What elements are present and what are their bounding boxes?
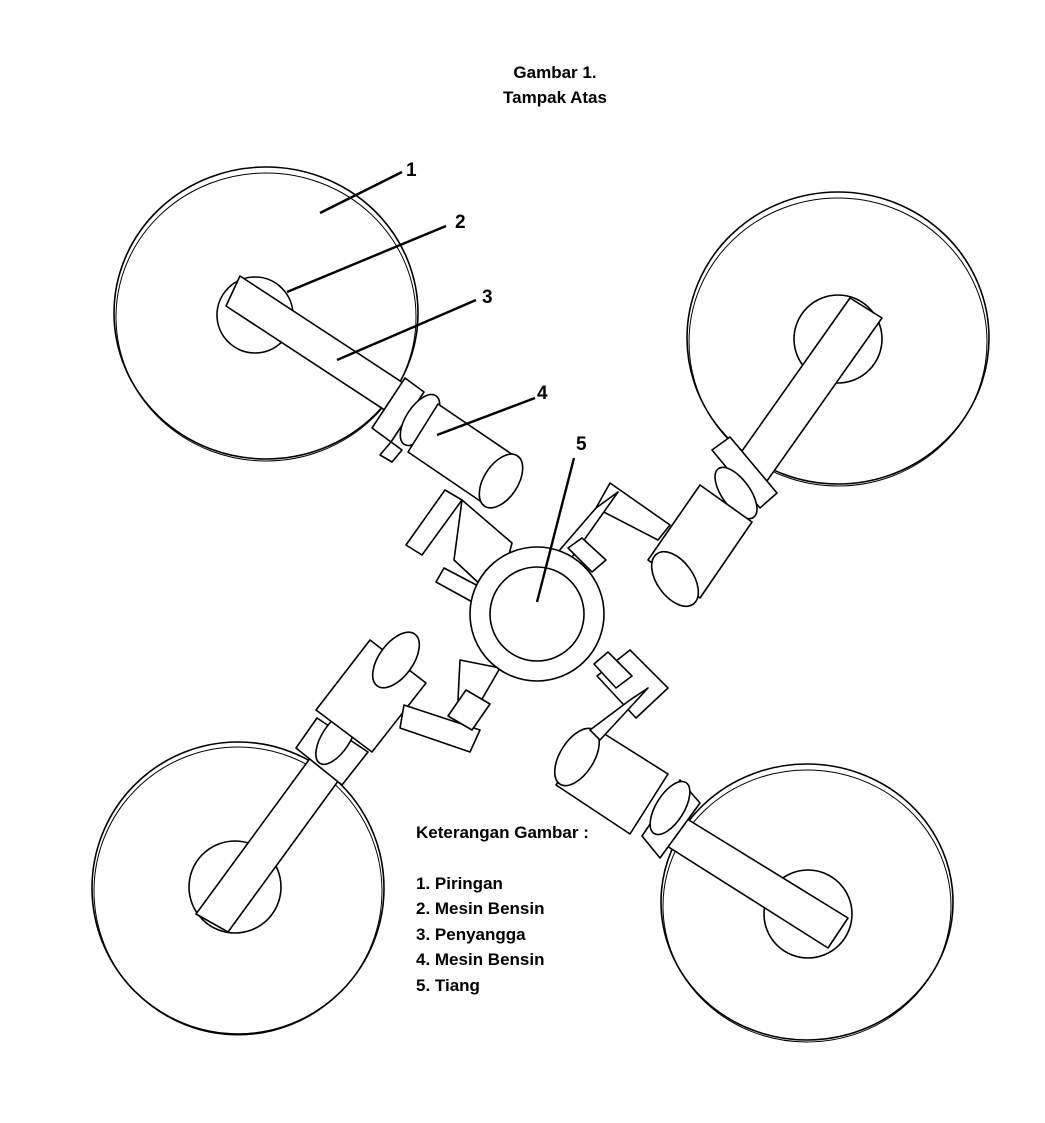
- leader-5: [535, 457, 576, 603]
- arm-bottom-right: [553, 649, 954, 1043]
- leader-3: [336, 298, 477, 362]
- pole-inner: [489, 566, 585, 662]
- legend: Keterangan Gambar : 1. Piringan 2. Mesin…: [416, 820, 589, 998]
- callout-2: 2: [455, 212, 466, 233]
- title-line-2: Tampak Atas: [503, 88, 607, 107]
- legend-item-5: 5. Tiang: [416, 975, 480, 995]
- leader-2: [286, 224, 447, 294]
- legend-heading: Keterangan Gambar :: [416, 823, 589, 842]
- legend-item-3: 3. Penyangga: [416, 924, 526, 944]
- arm-top-right: [557, 191, 990, 608]
- center-pole: [435, 537, 633, 731]
- legend-item-1: 1. Piringan: [416, 873, 503, 893]
- title-line-1: Gambar 1.: [513, 63, 597, 82]
- arm-bottom-left: [91, 631, 501, 1036]
- leader-1: [319, 170, 403, 215]
- callout-3: 3: [482, 287, 493, 308]
- callout-numbers: 1 2 3 4 5: [406, 160, 587, 455]
- legend-item-4: 4. Mesin Bensin: [416, 950, 545, 969]
- callout-leaders: [286, 170, 576, 603]
- callout-4: 4: [537, 383, 548, 404]
- legend-item-2: 2. Mesin Bensin: [416, 899, 545, 918]
- leader-4: [436, 396, 536, 437]
- diagram-title: Gambar 1. Tampak Atas: [0, 60, 1045, 110]
- callout-5: 5: [576, 434, 587, 455]
- arm-top-left: [113, 166, 524, 601]
- callout-1: 1: [406, 160, 417, 181]
